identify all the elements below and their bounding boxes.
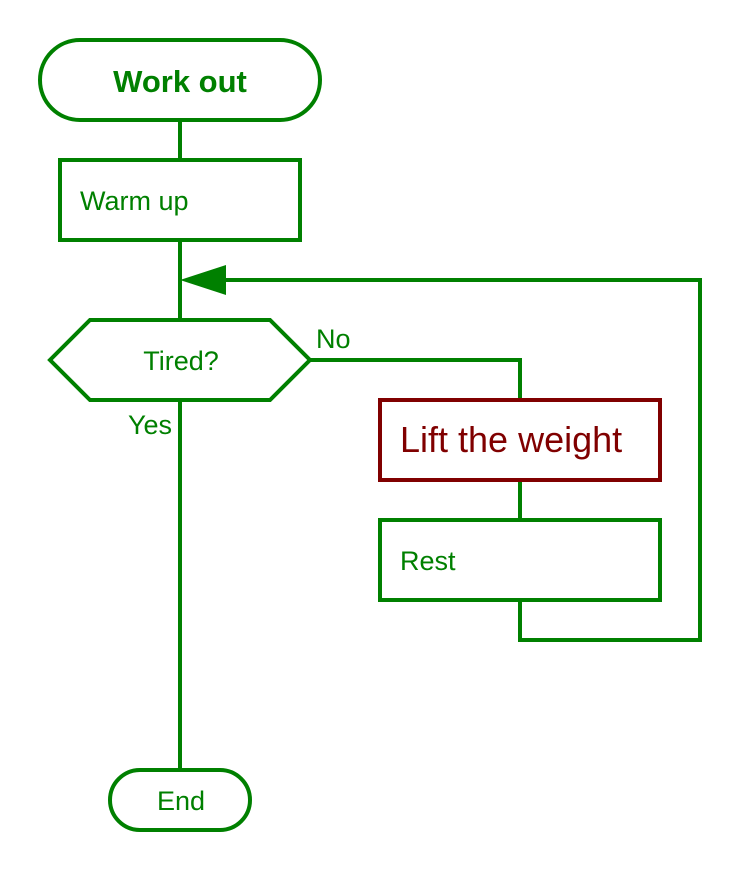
lift-label: Lift the weight (400, 419, 622, 460)
edge-label-no: No (316, 324, 351, 354)
decision-label: Tired? (143, 346, 219, 376)
node-decision: Tired? (47, 318, 313, 402)
rest-process-shape (378, 518, 662, 602)
node-start: Work out (38, 38, 322, 122)
start-terminator-shape (38, 38, 322, 122)
node-rest: Rest (378, 518, 662, 602)
end-terminator-shape (108, 768, 252, 832)
node-warm-up: Warm up (58, 158, 302, 242)
rest-label: Rest (400, 546, 456, 576)
node-lift-the-weight: Lift the weight (378, 398, 662, 482)
start-label: Work out (113, 64, 247, 99)
edge-label-yes: Yes (128, 410, 172, 440)
node-end: End (108, 768, 252, 832)
end-label: End (157, 786, 205, 816)
lift-process-shape (378, 398, 662, 482)
connector-loop-back (226, 278, 702, 642)
decision-hexagon-shape (47, 318, 313, 402)
warm-up-label: Warm up (80, 186, 189, 216)
warm-up-process-shape (58, 158, 302, 242)
loop-arrowhead-icon (180, 265, 226, 295)
connector-no-branch (310, 358, 522, 400)
